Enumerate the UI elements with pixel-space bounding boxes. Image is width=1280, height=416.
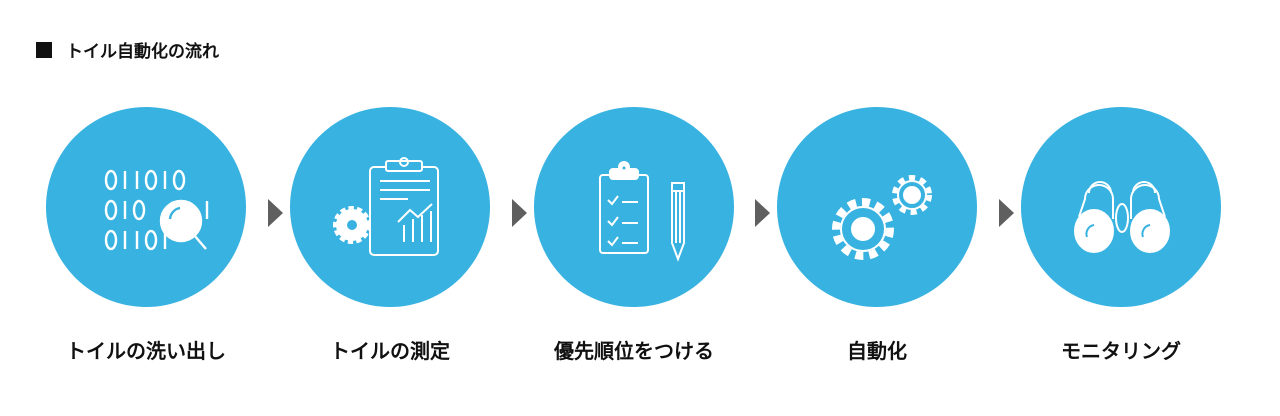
- step-circle: [46, 107, 246, 307]
- step-label: 自動化: [847, 339, 907, 363]
- binary-search-icon: [104, 169, 209, 251]
- step-label: 優先順位をつける: [554, 339, 714, 363]
- step-5: モニタリング: [1021, 107, 1221, 363]
- arrow-right-icon: [512, 199, 527, 227]
- checklist-pencil-icon: [599, 161, 685, 262]
- step-circle: [534, 107, 734, 307]
- arrow-right-icon: [755, 199, 770, 227]
- title-text: トイル自動化の流れ: [66, 42, 219, 62]
- binoculars-icon: [1074, 181, 1170, 253]
- step-4: 自動化: [777, 107, 977, 363]
- gears-icon: [832, 175, 932, 260]
- step-3: 優先順位をつける: [534, 107, 734, 363]
- step-circle: [1021, 107, 1221, 307]
- step-label: トイルの洗い出し: [66, 339, 226, 363]
- arrow-right-icon: [999, 199, 1014, 227]
- clipboard-chart-gear-icon: [333, 157, 439, 256]
- arrow-right-icon: [268, 199, 283, 227]
- step-2: トイルの測定: [290, 107, 490, 363]
- step-circle: [290, 107, 490, 307]
- step-1: トイルの洗い出し: [46, 107, 246, 363]
- step-label: モニタリング: [1061, 339, 1181, 363]
- step-circle: [777, 107, 977, 307]
- step-label: トイルの測定: [330, 339, 450, 363]
- title-square-marker: [36, 41, 52, 58]
- diagram-title: トイル自動化の流れ: [36, 37, 219, 62]
